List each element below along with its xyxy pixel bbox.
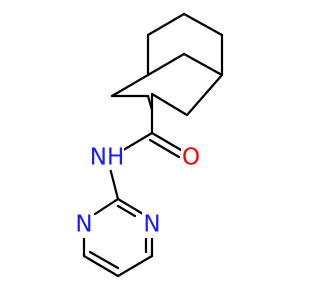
- bond: [182, 12, 224, 37]
- bond: [116, 204, 137, 218]
- o-label-background: [181, 145, 201, 171]
- bond: [150, 131, 183, 152]
- bond: [185, 73, 224, 117]
- n-right-label-background: [142, 212, 162, 238]
- bond: [148, 138, 181, 159]
- bonds: [82, 12, 224, 278]
- bond: [146, 12, 186, 37]
- bond: [108, 166, 120, 201]
- nh-label-background: [90, 144, 124, 170]
- adamantane-cage: [110, 12, 224, 135]
- bond: [116, 254, 154, 278]
- bond: [146, 52, 186, 77]
- chemical-structure-diagram: NH O N N: [74, 12, 224, 278]
- atom-labels: NH O N N: [74, 144, 201, 238]
- bond: [150, 92, 189, 117]
- n-left-label: N: [75, 212, 92, 238]
- bond: [182, 52, 224, 77]
- pyrimidine-ring: [82, 166, 154, 278]
- amide-group: [118, 131, 183, 159]
- nh-label: NH: [90, 145, 125, 171]
- bond: [88, 250, 120, 270]
- bond: [118, 131, 154, 154]
- o-label: O: [182, 145, 200, 171]
- bond: [93, 197, 120, 216]
- bond: [116, 197, 145, 216]
- bond: [82, 254, 120, 278]
- n-left-label-background: [74, 212, 94, 238]
- n-right-label: N: [143, 212, 160, 238]
- bond: [110, 73, 150, 98]
